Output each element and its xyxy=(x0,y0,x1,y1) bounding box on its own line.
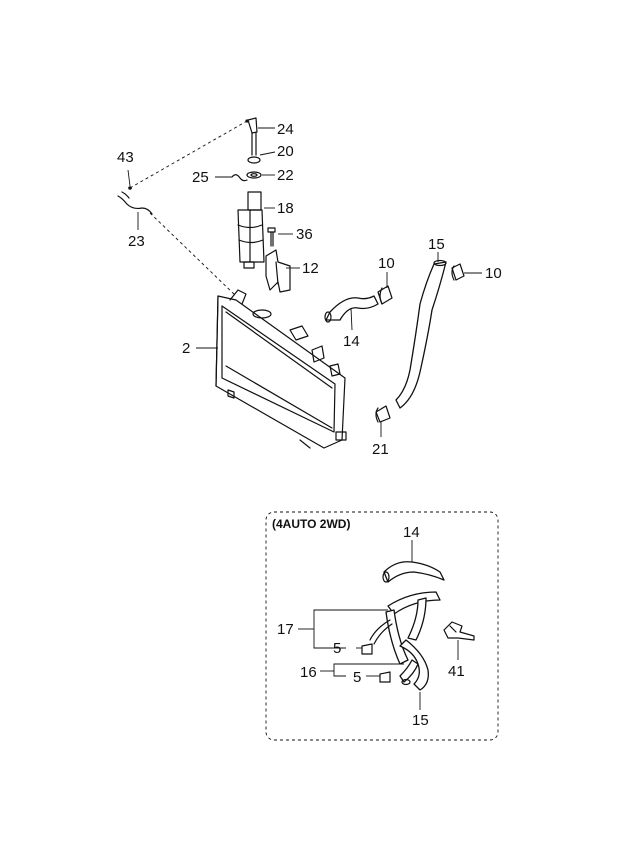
coolant-reservoir-tank xyxy=(237,191,265,269)
callout-43: 43 xyxy=(117,149,134,166)
callout-2: 2 xyxy=(182,340,190,357)
callout-24: 24 xyxy=(277,121,294,138)
callout-36: 36 xyxy=(296,226,313,243)
reservoir-bracket xyxy=(265,249,291,293)
bolt xyxy=(267,227,276,247)
callout-10: 10 xyxy=(485,265,502,282)
callout-25: 25 xyxy=(192,169,209,186)
inset-title: (4AUTO 2WD) xyxy=(272,517,350,531)
callout-5: 5 xyxy=(353,669,361,686)
inset-bracket xyxy=(443,621,475,641)
hose-clamp xyxy=(451,263,465,281)
inset-clamp xyxy=(361,643,391,683)
callout-18: 18 xyxy=(277,200,294,217)
reservoir-cap-assembly xyxy=(245,117,262,179)
callout-23: 23 xyxy=(128,233,145,250)
callout-17: 17 xyxy=(277,621,294,638)
hose-clamp xyxy=(375,405,391,423)
callout-14: 14 xyxy=(343,333,360,350)
radiator xyxy=(215,289,347,449)
callout-5: 5 xyxy=(333,640,341,657)
callout-41: 41 xyxy=(448,663,465,680)
inset-hose-assembly xyxy=(369,591,441,665)
callout-12: 12 xyxy=(302,260,319,277)
lower-radiator-hose xyxy=(395,259,447,409)
callout-15: 15 xyxy=(412,712,429,729)
callout-16: 16 xyxy=(300,664,317,681)
callout-20: 20 xyxy=(277,143,294,160)
callout-14: 14 xyxy=(403,524,420,541)
callout-15: 15 xyxy=(428,236,445,253)
callout-22: 22 xyxy=(277,167,294,184)
inset-upper-hose xyxy=(382,561,445,583)
hose-clamp xyxy=(377,285,393,305)
callout-21: 21 xyxy=(372,441,389,458)
callout-10: 10 xyxy=(378,255,395,272)
inset-frame xyxy=(265,511,499,741)
inset-lower-hose xyxy=(399,639,429,691)
